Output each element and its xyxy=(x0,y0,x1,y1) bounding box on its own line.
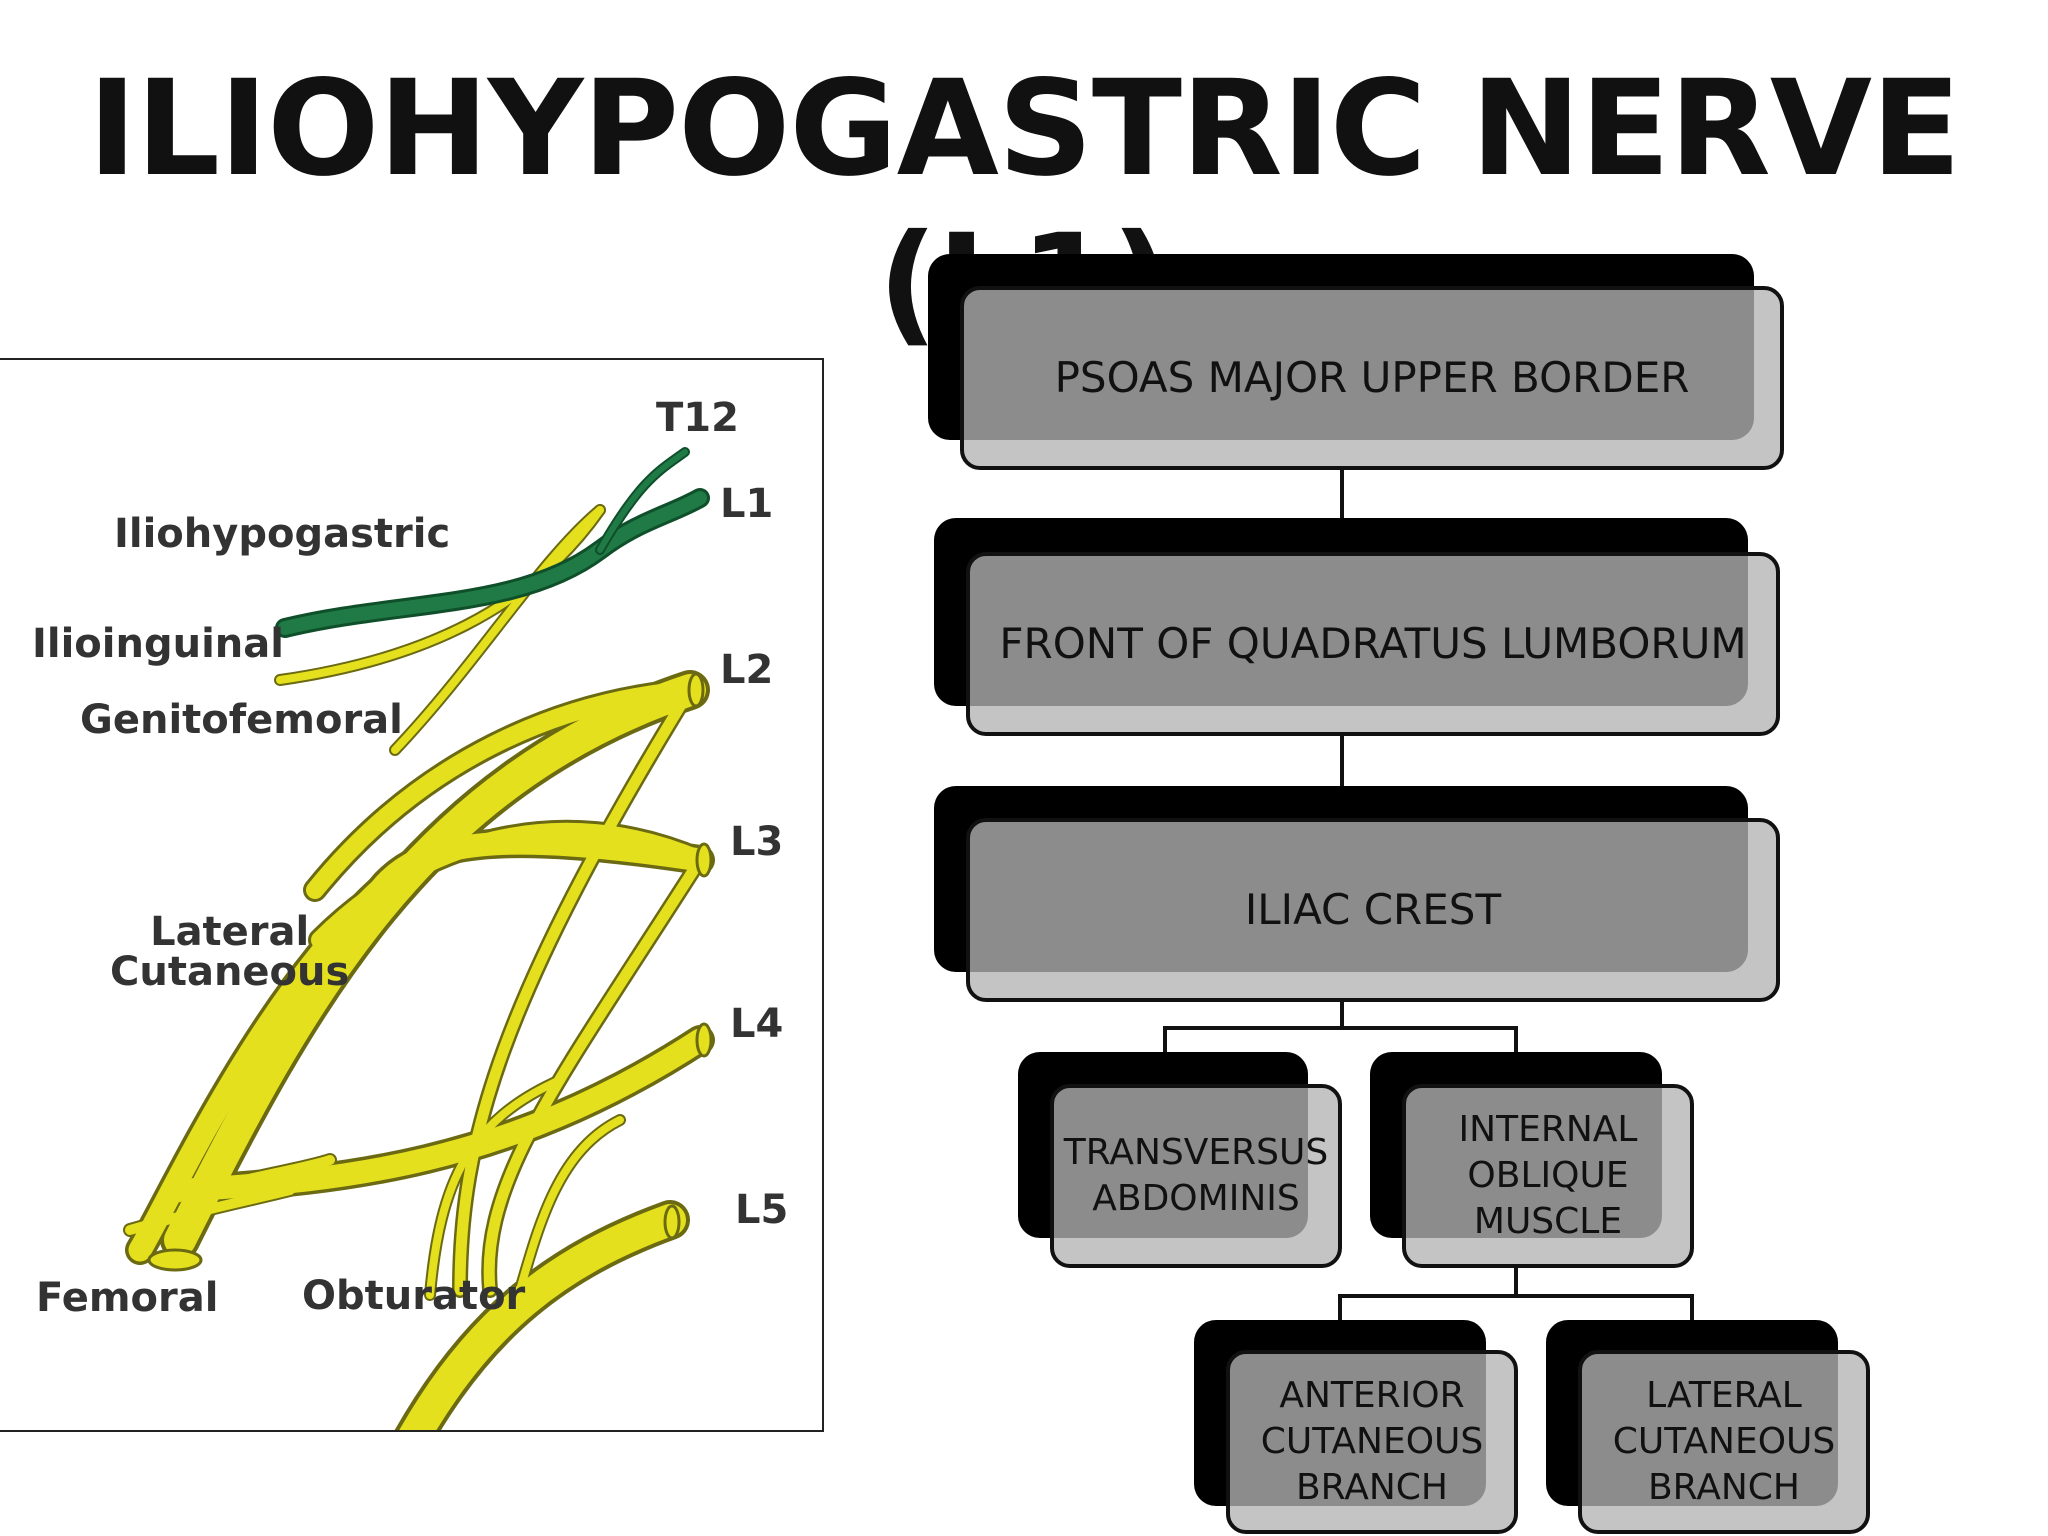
lumbar-plexus-diagram: T12 L1 L2 L3 L4 L5 Iliohypogastric Ilioi… xyxy=(0,358,824,1432)
flow-box-label: FRONT OF QUADRATUS LUMBORUM xyxy=(999,619,1747,668)
flow-box-label: INTERNAL OBLIQUE MUSCLE xyxy=(1458,1109,1638,1242)
level-label-t12: T12 xyxy=(656,395,739,441)
flow-box-label: TRANSVERSUS ABDOMINIS xyxy=(1063,1132,1329,1219)
level-label-l2: L2 xyxy=(720,647,774,693)
nerve-label-obturator: Obturator xyxy=(302,1273,526,1319)
flow-box-anterior-cutaneous-branch: ANTERIOR CUTANEOUS BRANCH xyxy=(1226,1350,1518,1534)
flow-box-internal-oblique: INTERNAL OBLIQUE MUSCLE xyxy=(1402,1084,1694,1268)
flow-box-label: PSOAS MAJOR UPPER BORDER xyxy=(1054,353,1690,402)
flow-box-lateral-cutaneous-branch: LATERAL CUTANEOUS BRANCH xyxy=(1578,1350,1870,1534)
nerve-label-femoral: Femoral xyxy=(36,1275,219,1321)
nerve-label-genitofemoral: Genitofemoral xyxy=(80,697,403,743)
nerve-label-iliohypogastric: Iliohypogastric xyxy=(114,511,451,557)
nerve-label-ilioinguinal: Ilioinguinal xyxy=(32,621,284,667)
flow-box-label: LATERAL CUTANEOUS BRANCH xyxy=(1612,1375,1836,1508)
level-label-l4: L4 xyxy=(730,1001,784,1047)
flow-box-quadratus-lumborum: FRONT OF QUADRATUS LUMBORUM xyxy=(966,552,1780,736)
nerve-label-lateral-cutaneous: Lateral Cutaneous xyxy=(110,909,350,995)
flow-box-label: ANTERIOR CUTANEOUS BRANCH xyxy=(1260,1375,1484,1508)
level-label-l5: L5 xyxy=(735,1187,789,1233)
flow-box-transversus-abdominis: TRANSVERSUS ABDOMINIS xyxy=(1050,1084,1342,1268)
flow-box-label: ILIAC CREST xyxy=(1244,885,1502,934)
flow-box-psoas-major: PSOAS MAJOR UPPER BORDER xyxy=(960,286,1784,470)
level-label-l1: L1 xyxy=(720,481,774,527)
nerve-illustration xyxy=(123,447,715,1430)
level-label-l3: L3 xyxy=(730,819,784,865)
flow-box-iliac-crest: ILIAC CREST xyxy=(966,818,1780,1002)
